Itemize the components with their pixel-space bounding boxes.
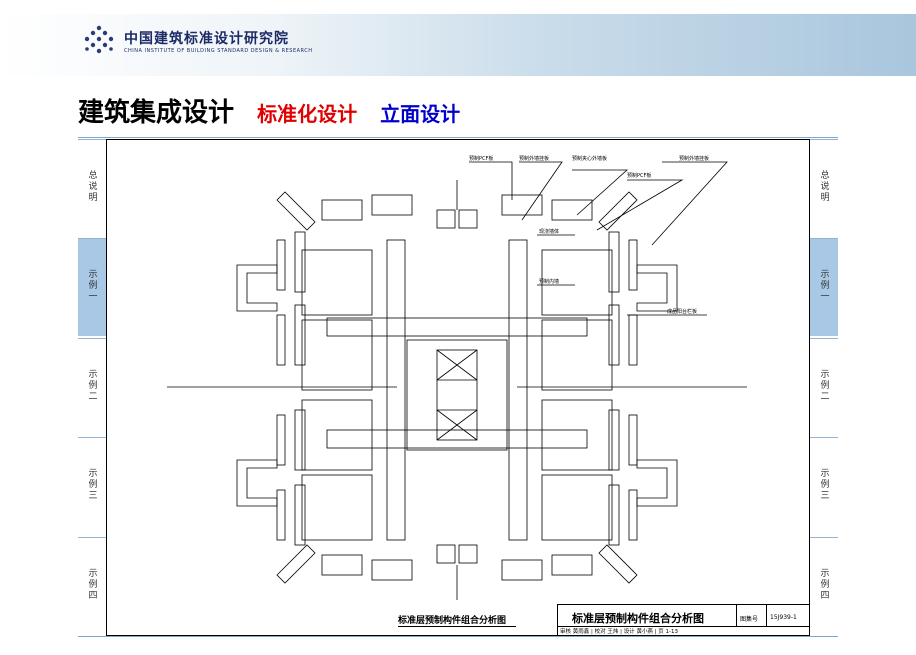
title-sub-standard: 标准化设计 bbox=[257, 102, 358, 126]
label-balcony-railing: 成品阳台栏板 bbox=[667, 309, 698, 315]
drawing-caption: 标准层预制构件组合分析图 bbox=[398, 616, 507, 626]
tab-example-1-right[interactable]: 示例一 bbox=[810, 238, 838, 336]
drawing-sheet: 预制PCF板 预制外墙挂板 预制夹心外墙板 预制外墙挂板 预制PCF板 现浇墙体… bbox=[106, 139, 810, 636]
tab-example-4-left[interactable]: 示例四 bbox=[78, 537, 106, 635]
tab-example-2-left[interactable]: 示例二 bbox=[78, 338, 106, 436]
tab-example-3-right[interactable]: 示例三 bbox=[810, 437, 838, 535]
divider-top bbox=[78, 137, 838, 138]
label-sandwich-panel: 预制夹心外墙板 bbox=[572, 156, 608, 162]
org-name-cn: 中国建筑标准设计研究院 bbox=[124, 31, 289, 47]
tab-example-3-left[interactable]: 示例三 bbox=[78, 437, 106, 535]
divider-bottom bbox=[78, 636, 838, 637]
institute-logo-icon bbox=[84, 25, 114, 54]
title-main: 建筑集成设计 bbox=[78, 98, 235, 128]
title-block-divider bbox=[766, 605, 767, 626]
tab-label: 示例一 bbox=[86, 269, 97, 302]
label-pcf-panel-2: 预制PCF板 bbox=[627, 173, 652, 179]
title-block: 标准层预制构件组合分析图 图集号 15J939-1 审核 黄雨鑫 | 校对 王炜… bbox=[557, 604, 810, 636]
tab-example-4-right[interactable]: 示例四 bbox=[810, 537, 838, 635]
title-block-divider bbox=[736, 605, 737, 626]
tab-label: 示例四 bbox=[818, 568, 829, 601]
tab-label: 示例三 bbox=[818, 468, 829, 501]
atlas-number: 15J939-1 bbox=[770, 614, 797, 621]
tab-label: 总说明 bbox=[818, 170, 829, 203]
tab-label: 示例一 bbox=[818, 269, 829, 302]
tab-general-right[interactable]: 总说明 bbox=[810, 139, 838, 237]
label-pcf-panel-1: 预制PCF板 bbox=[469, 156, 494, 162]
atlas-label: 图集号 bbox=[740, 616, 759, 623]
title-block-name: 标准层预制构件组合分析图 bbox=[572, 612, 704, 625]
exploded-floor-plan-diagram bbox=[167, 161, 747, 600]
tab-label: 总说明 bbox=[86, 170, 97, 203]
caption-underline bbox=[398, 626, 516, 627]
tab-label: 示例二 bbox=[86, 369, 97, 402]
page-title: 建筑集成设计 标准化设计 立面设计 bbox=[78, 92, 460, 129]
tab-label: 示例二 bbox=[818, 369, 829, 402]
label-exterior-panel-1: 预制外墙挂板 bbox=[519, 156, 550, 162]
tab-label: 示例三 bbox=[86, 468, 97, 501]
org-name-en: CHINA INSTITUTE OF BUILDING STANDARD DES… bbox=[124, 48, 313, 54]
label-inner-wall: 预制内墙 bbox=[539, 279, 560, 285]
label-cast-wall: 现浇墙体 bbox=[539, 229, 560, 235]
tab-general-left[interactable]: 总说明 bbox=[78, 139, 106, 237]
header-banner bbox=[0, 14, 916, 76]
tab-label: 示例四 bbox=[86, 568, 97, 601]
tab-example-2-right[interactable]: 示例二 bbox=[810, 338, 838, 436]
title-sub-facade: 立面设计 bbox=[380, 102, 461, 126]
title-block-signatures: 审核 黄雨鑫 | 校对 王炜 | 设计 黄小燕 | 页 1-13 bbox=[558, 626, 810, 636]
label-exterior-panel-2: 预制外墙挂板 bbox=[679, 156, 710, 162]
tab-example-1-left[interactable]: 示例一 bbox=[78, 238, 106, 336]
